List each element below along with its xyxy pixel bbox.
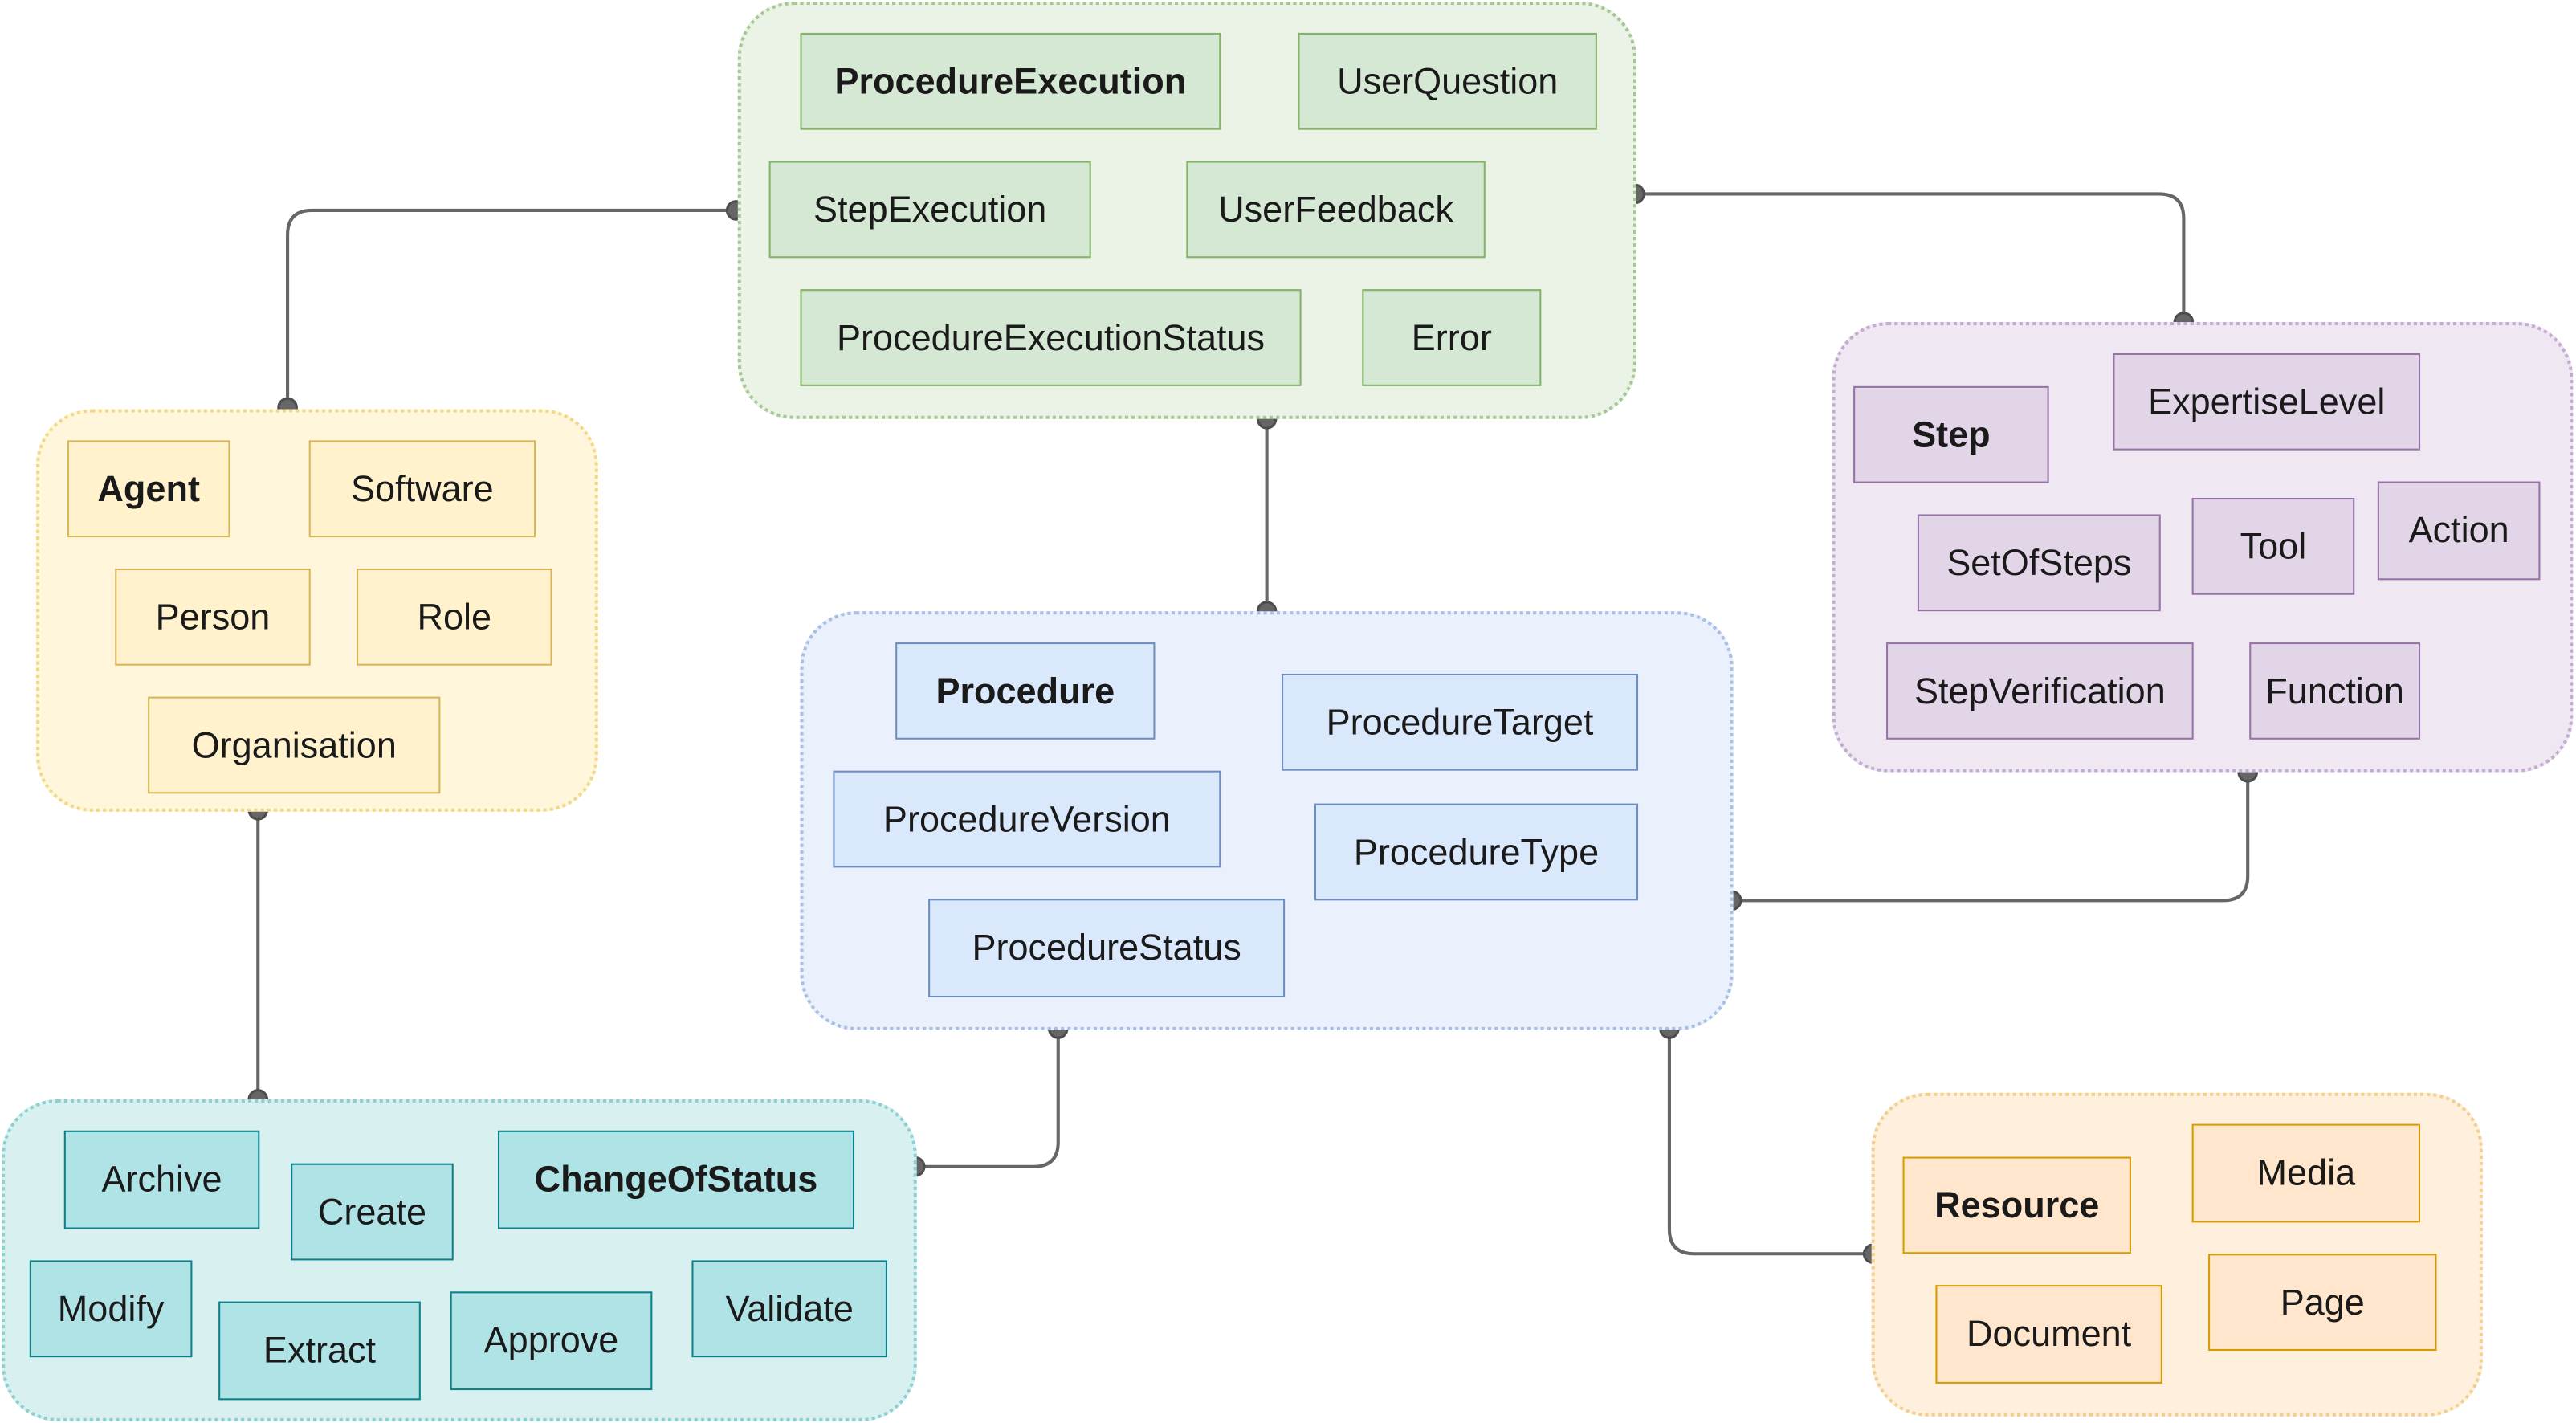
node-user-question[interactable]: UserQuestion [1298,32,1597,130]
node-resource[interactable]: Resource [1902,1156,2131,1254]
node-procedure-target[interactable]: ProcedureTarget [1282,673,1639,771]
node-procedure-type[interactable]: ProcedureType [1314,803,1639,901]
node-procedure-execution-status[interactable]: ProcedureExecutionStatus [800,289,1302,386]
connector-procedure-step [1731,772,2250,903]
node-function[interactable]: Function [2249,642,2421,740]
node-step-verification[interactable]: StepVerification [1886,642,2194,740]
node-modify[interactable]: Modify [29,1260,193,1358]
node-step-execution[interactable]: StepExecution [768,161,1091,259]
node-role[interactable]: Role [357,568,552,666]
connector-procedure-resource [1667,1028,1873,1256]
node-error[interactable]: Error [1362,289,1542,386]
node-extract[interactable]: Extract [218,1301,421,1401]
node-page[interactable]: Page [2208,1254,2437,1351]
node-procedure-execution[interactable]: ProcedureExecution [800,32,1221,130]
node-user-feedback[interactable]: UserFeedback [1186,161,1486,259]
node-action[interactable]: Action [2377,481,2541,581]
node-procedure[interactable]: Procedure [895,642,1156,740]
connector-execution-agent [286,208,736,408]
node-set-of-steps[interactable]: SetOfSteps [1917,514,2161,612]
node-change-of-status[interactable]: ChangeOfStatus [497,1130,855,1229]
connector-procedure-change [915,1028,1060,1168]
node-document[interactable]: Document [1935,1285,2162,1384]
node-agent[interactable]: Agent [67,440,230,538]
node-organisation[interactable]: Organisation [148,696,441,794]
node-media[interactable]: Media [2191,1123,2421,1223]
connector-execution-step [1634,192,2186,323]
node-validate[interactable]: Validate [691,1260,887,1358]
node-tool[interactable]: Tool [2191,497,2355,595]
node-procedure-version[interactable]: ProcedureVersion [833,770,1221,868]
node-software[interactable]: Software [308,440,536,538]
node-create[interactable]: Create [291,1163,454,1261]
node-approve[interactable]: Approve [450,1291,653,1391]
node-archive[interactable]: Archive [63,1130,260,1229]
node-procedure-status[interactable]: ProcedureStatus [928,899,1286,998]
node-expertise-level[interactable]: ExpertiseLevel [2113,353,2421,451]
node-step[interactable]: Step [1853,385,2049,483]
node-person[interactable]: Person [115,568,311,666]
